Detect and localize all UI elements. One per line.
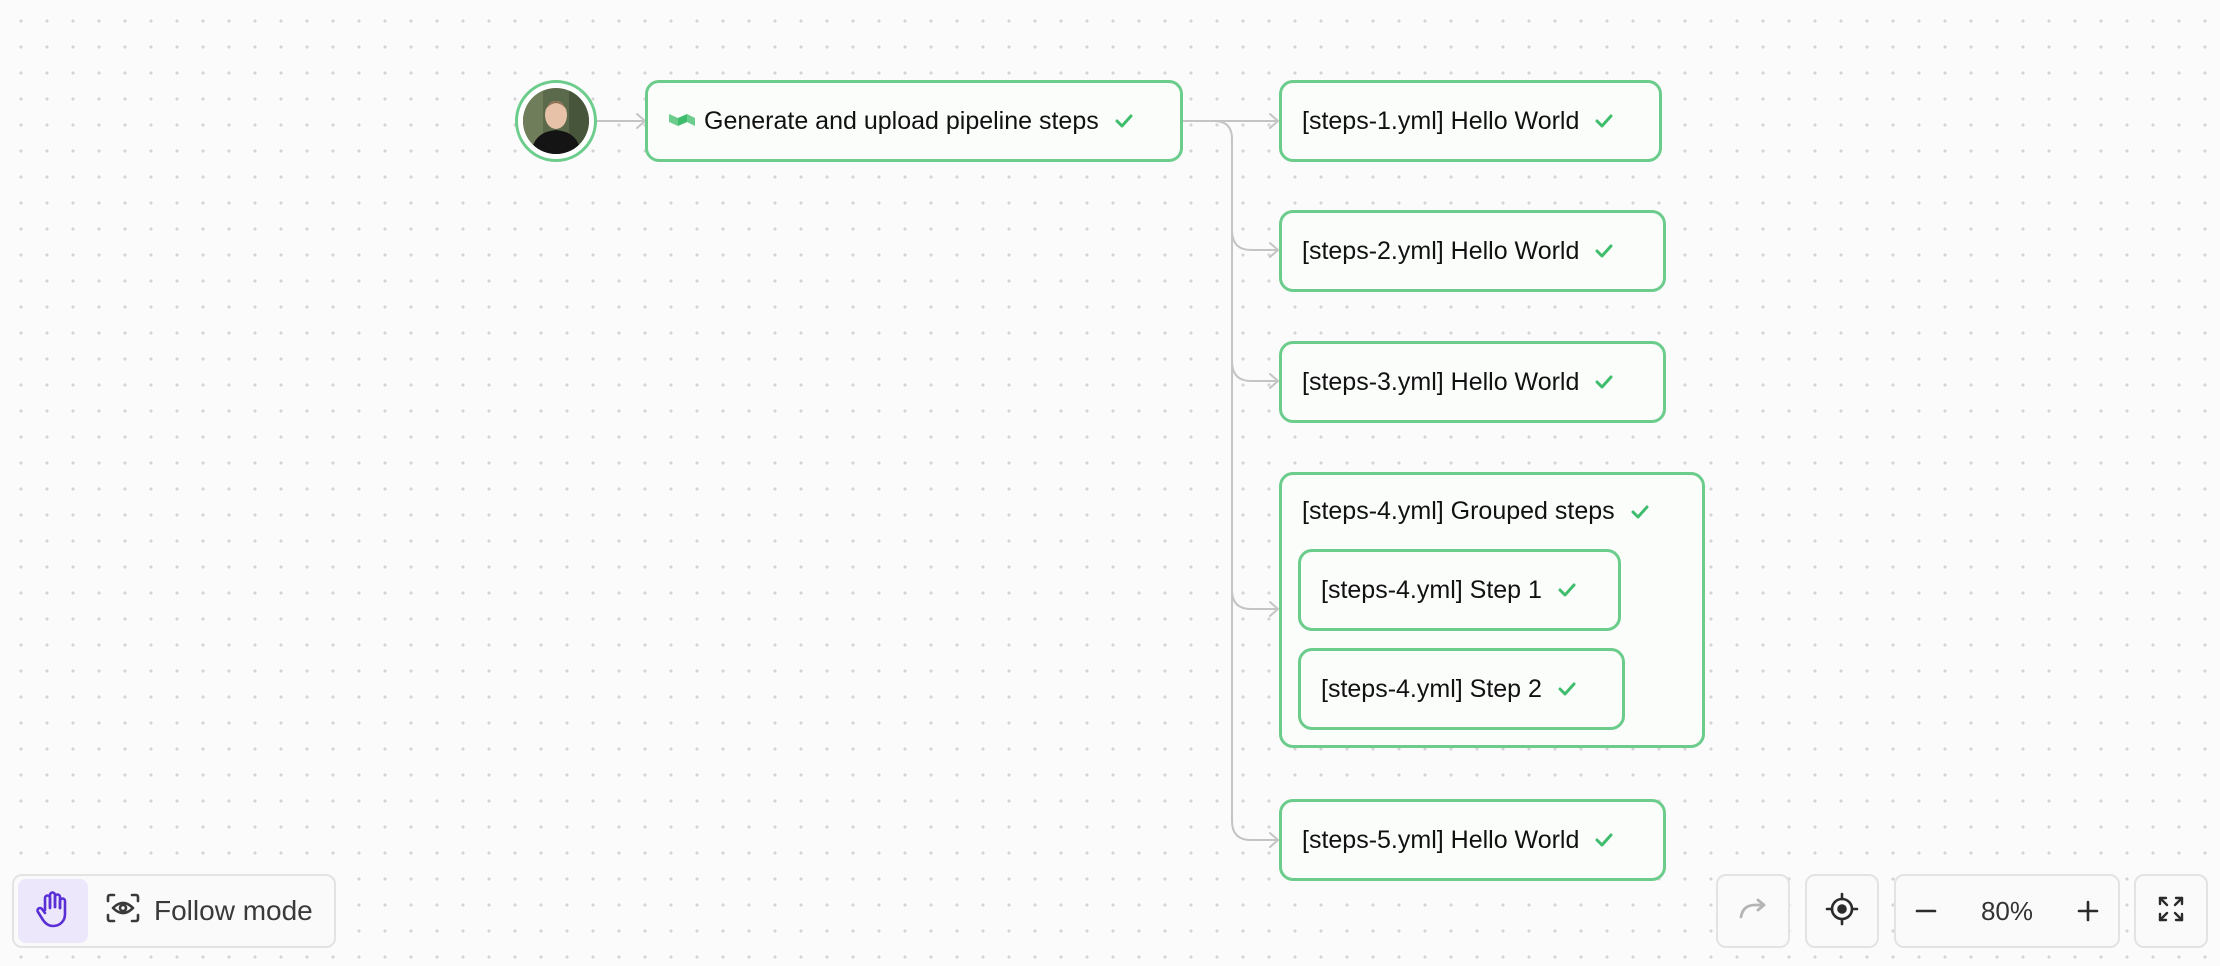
step-label: [steps-1.yml] Hello World [1302,106,1580,135]
fullscreen-button[interactable] [2134,874,2208,948]
avatar-image [523,88,589,154]
zoom-out-button[interactable] [1914,899,1938,923]
redo-icon [1737,897,1769,926]
zoom-level: 80% [1980,895,2034,926]
redo-button[interactable] [1716,874,1790,948]
minus-icon [1915,909,1937,913]
follow-mode-button[interactable]: Follow mode [106,893,313,930]
check-icon [1595,375,1613,389]
recenter-button[interactable] [1805,874,1879,948]
check-icon [1558,583,1576,597]
group-header[interactable]: [steps-4.yml] Grouped steps [1302,497,1649,526]
step-node-3[interactable]: [steps-3.yml] Hello World [1279,341,1666,423]
step-node-2[interactable]: [steps-2.yml] Hello World [1279,210,1666,292]
check-icon [1595,114,1613,128]
step-label: [steps-5.yml] Hello World [1302,825,1580,854]
step-label: Generate and upload pipeline steps [704,106,1099,135]
group-child-step-2[interactable]: [steps-4.yml] Step 2 [1298,648,1625,730]
group-child-step-1[interactable]: [steps-4.yml] Step 1 [1298,549,1621,631]
follow-mode-label: Follow mode [154,895,313,926]
check-icon [1115,114,1133,128]
eye-scan-icon [106,893,154,930]
step-node-1[interactable]: [steps-1.yml] Hello World [1279,80,1662,162]
zoom-controls: 80% [1894,874,2120,948]
zoom-in-button[interactable] [2076,899,2100,923]
check-icon [1558,682,1576,696]
hand-icon [36,890,70,933]
step-label: [steps-2.yml] Hello World [1302,236,1580,265]
check-icon [1595,833,1613,847]
author-avatar[interactable] [515,80,597,162]
group-label: [steps-4.yml] Grouped steps [1302,497,1615,525]
expand-icon [2157,895,2185,928]
buildkite-logo-icon [668,111,696,131]
step-label: [steps-3.yml] Hello World [1302,367,1580,396]
step-label: [steps-4.yml] Step 2 [1321,674,1542,703]
plus-icon [2077,900,2099,922]
crosshair-icon [1825,892,1859,931]
trigger-step-node[interactable]: Generate and upload pipeline steps [645,80,1183,162]
hand-tool-button[interactable] [18,879,88,943]
check-icon [1595,244,1613,258]
step-node-5[interactable]: [steps-5.yml] Hello World [1279,799,1666,881]
canvas-toolbar: Follow mode [12,874,336,948]
step-label: [steps-4.yml] Step 1 [1321,575,1542,604]
check-icon [1631,505,1649,519]
